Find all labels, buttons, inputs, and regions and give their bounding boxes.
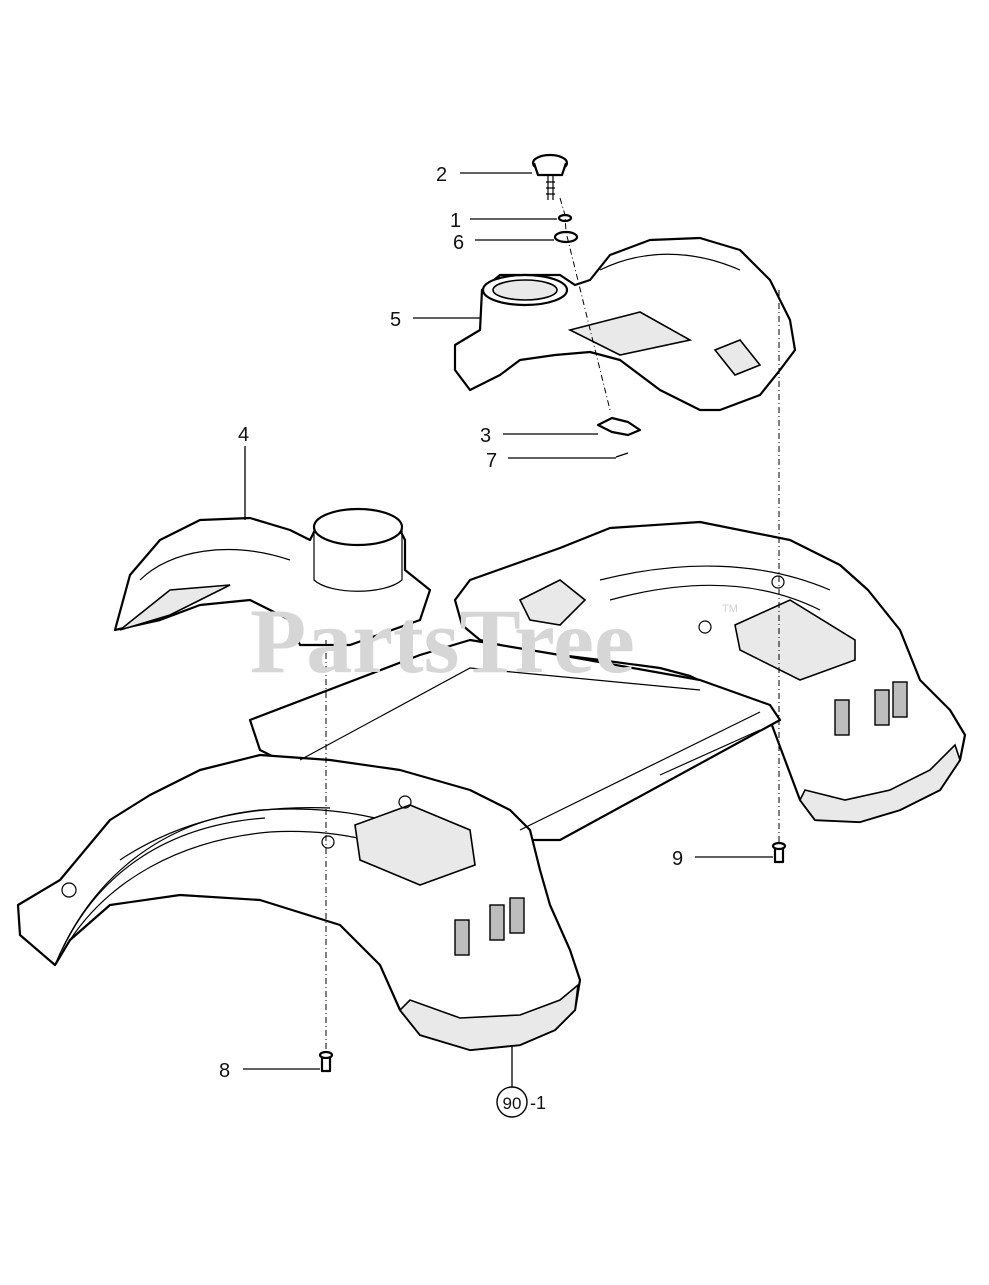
callout-label-6: 6 (453, 232, 464, 254)
callout-label-7: 7 (486, 450, 497, 472)
part-9-screw (771, 841, 787, 864)
part-4-left-console (113, 507, 432, 647)
part-2-knob (531, 153, 569, 200)
part-5-right-console (453, 236, 797, 412)
callout-label-2: 2 (436, 164, 447, 186)
part-8-screw (318, 1050, 334, 1073)
assembly-line-knob (559, 197, 611, 411)
reference-suffix: -1 (530, 1093, 546, 1113)
callout-label-3: 3 (480, 425, 491, 447)
watermark-text: PartsTree (250, 590, 635, 692)
callout-label-5: 5 (390, 309, 401, 331)
main-fender-body (16, 520, 967, 1052)
reference-circle (496, 1086, 528, 1118)
callout-label-4: 4 (238, 424, 249, 446)
callout-label-9: 9 (672, 848, 683, 870)
watermark-trademark: TM (722, 603, 738, 615)
callout-label-8: 8 (219, 1060, 230, 1082)
part-3-clip (596, 416, 642, 437)
part-7-pin (615, 452, 629, 458)
callout-label-1: 1 (450, 210, 461, 232)
reference-90-1: 90 -1 (496, 1086, 546, 1118)
reference-number: 90 (503, 1094, 522, 1113)
part-6-washer (553, 230, 579, 244)
